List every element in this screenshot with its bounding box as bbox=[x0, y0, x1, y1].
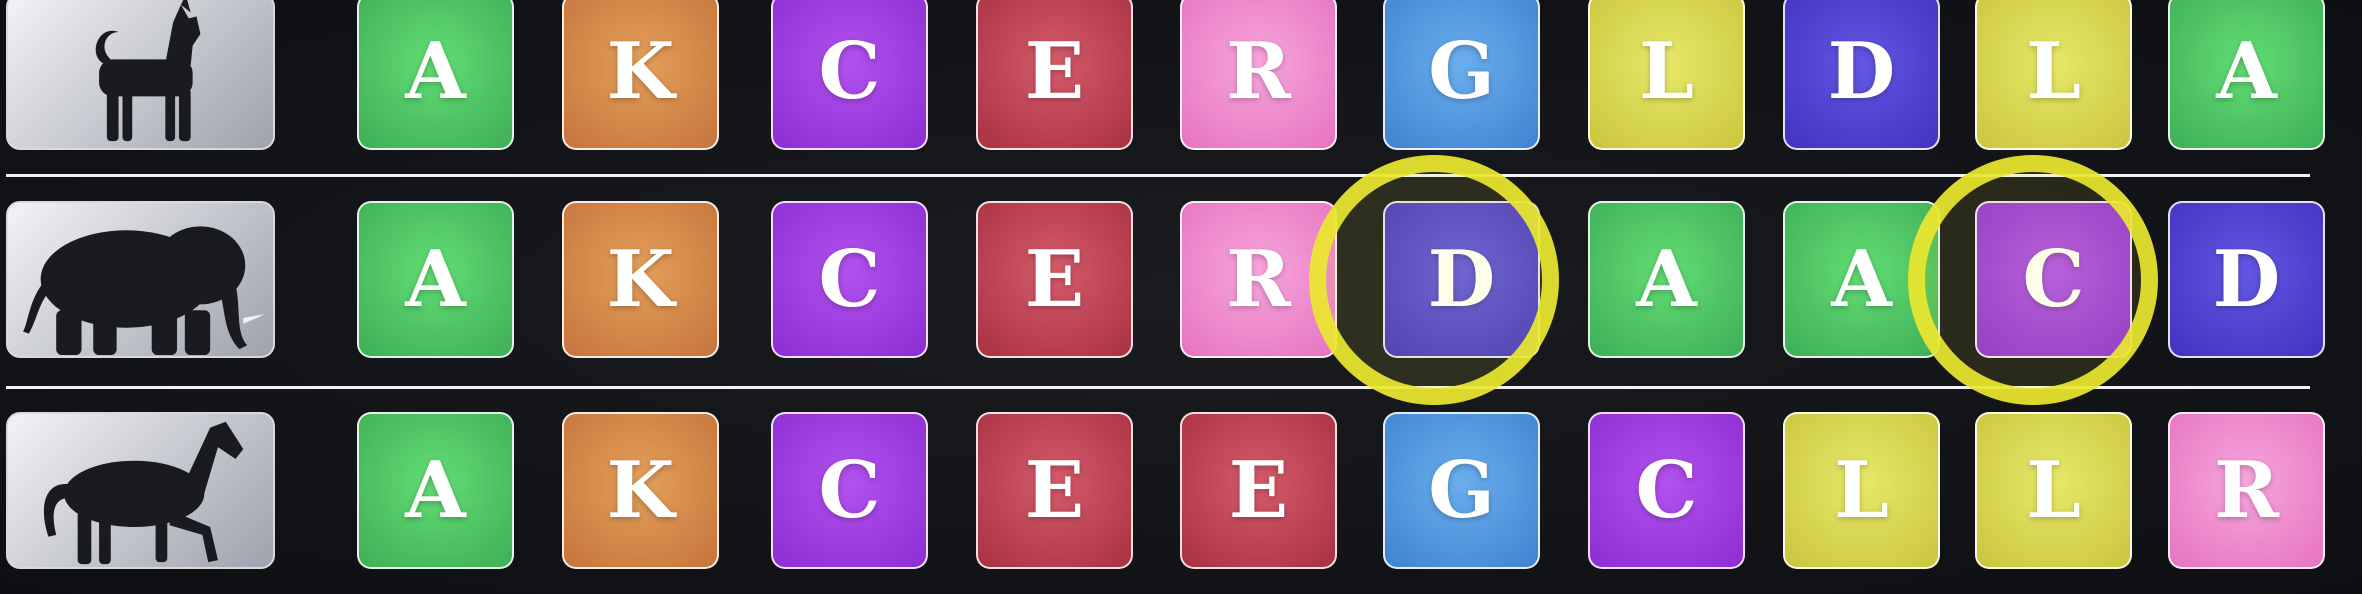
letter-tile: R bbox=[1180, 0, 1337, 150]
letter-tile: R bbox=[2168, 412, 2325, 569]
letter-tile: E bbox=[976, 0, 1133, 150]
letter-tile: C bbox=[771, 201, 928, 358]
dog-icon bbox=[6, 0, 275, 150]
letter-tile: A bbox=[2168, 0, 2325, 150]
letter-tile: E bbox=[976, 412, 1133, 569]
row-divider bbox=[6, 386, 2310, 389]
letter-tile: L bbox=[1975, 0, 2132, 150]
horse-icon bbox=[6, 412, 275, 569]
sequence-row-horse: A K C E E G C L L R bbox=[0, 412, 2362, 572]
letter-tile: L bbox=[1783, 412, 1940, 569]
letter-tile: A bbox=[357, 0, 514, 150]
highlight-circle bbox=[1908, 155, 2158, 405]
letter-tile: D bbox=[2168, 201, 2325, 358]
letter-tile: C bbox=[771, 0, 928, 150]
highlight-circle bbox=[1309, 155, 1559, 405]
sequence-row-dog: A K C E R G L D L A bbox=[0, 0, 2362, 153]
letter-tile: A bbox=[357, 201, 514, 358]
elephant-icon bbox=[6, 201, 275, 358]
letter-tile: G bbox=[1383, 412, 1540, 569]
letter-tile: L bbox=[1975, 412, 2132, 569]
letter-tile: K bbox=[562, 201, 719, 358]
row-divider bbox=[6, 174, 2310, 177]
letter-tile: E bbox=[1180, 412, 1337, 569]
letter-tile: A bbox=[1588, 201, 1745, 358]
letter-tile: L bbox=[1588, 0, 1745, 150]
letter-tile: C bbox=[1588, 412, 1745, 569]
letter-tile: K bbox=[562, 412, 719, 569]
letter-tile: E bbox=[976, 201, 1133, 358]
letter-tile: A bbox=[357, 412, 514, 569]
letter-tile: G bbox=[1383, 0, 1540, 150]
letter-tile: C bbox=[771, 412, 928, 569]
letter-tile: K bbox=[562, 0, 719, 150]
letter-tile: D bbox=[1783, 0, 1940, 150]
